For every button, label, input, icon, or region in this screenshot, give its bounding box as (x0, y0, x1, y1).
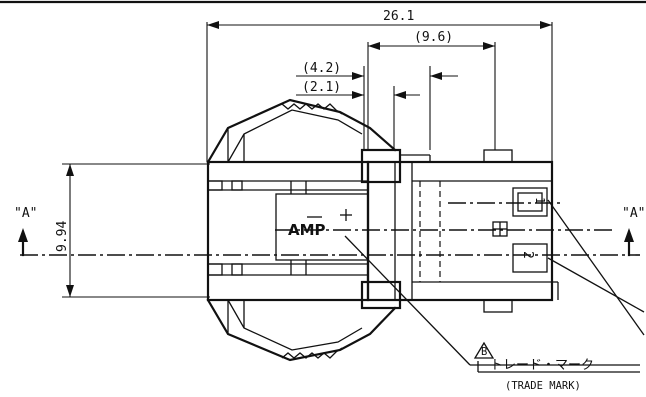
trade-mark-japanese: トレード・マーク (490, 358, 594, 373)
trade-mark-english: (TRADE MARK) (505, 380, 581, 392)
revision-mark-label: B (481, 346, 487, 358)
dimension-9-6-label: (9.6) (414, 30, 453, 45)
dimension-overall: 26.1 (206, 9, 553, 162)
cavity-2-mark: 2 (512, 243, 548, 273)
section-mark-right: "A" (622, 206, 645, 257)
latch-arm-top (206, 98, 397, 164)
section-mark-left: "A" (14, 206, 37, 257)
dimension-4-2: (4.2) (296, 61, 458, 150)
revision-triangle (473, 341, 495, 359)
dimension-overall-label: 26.1 (383, 9, 414, 24)
amp-logo: AMP (288, 209, 352, 239)
dimension-2-1-label: (2.1) (302, 80, 341, 95)
trade-mark-note: B トレード・マーク (TRADE MARK) (473, 341, 640, 392)
dimension-height: 9.94 (55, 163, 210, 298)
dimension-4-2-label: (4.2) (302, 61, 341, 76)
leader-lines (344, 199, 645, 366)
cavity-1-mark: 1 (512, 187, 548, 217)
dimension-height-label: 9.94 (55, 221, 70, 252)
section-mark-right-label: "A" (622, 206, 645, 221)
latch-arm-bottom (206, 298, 397, 362)
amp-logo-text: AMP (288, 221, 326, 239)
section-mark-left-label: "A" (14, 206, 37, 221)
housing-body (206, 148, 559, 313)
cavity-2-label: 2 (520, 251, 535, 259)
dimension-2-1: (2.1) (296, 80, 420, 150)
dimension-9-6: (9.6) (367, 30, 496, 150)
polarizing-key (492, 221, 508, 237)
cavity-1-label: 1 (533, 197, 547, 204)
